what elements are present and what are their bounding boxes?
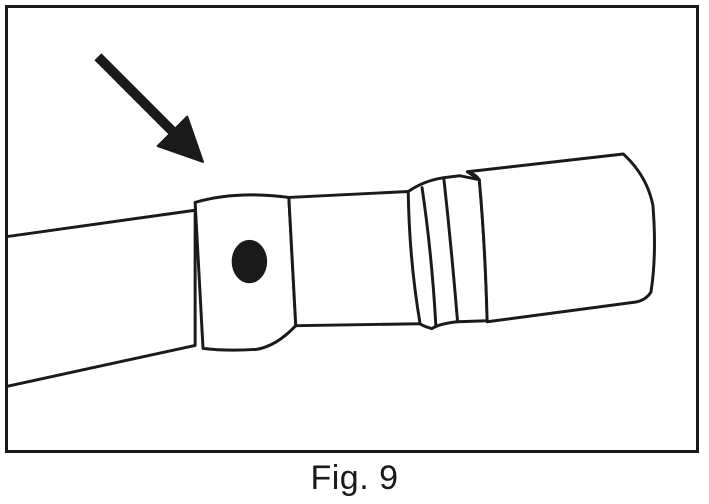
nozzle-seam (465, 170, 481, 182)
hose-illustration (8, 53, 656, 388)
figure-caption: Fig. 9 (310, 459, 399, 497)
ridged-ring (406, 174, 489, 331)
pointing-arrow (94, 53, 205, 163)
hose-body (8, 208, 197, 388)
figure-frame (5, 5, 699, 453)
ring-groove-2 (442, 176, 460, 324)
nozzle-end (465, 152, 656, 324)
connector-tube (287, 190, 422, 328)
ring-groove-1 (420, 186, 438, 328)
release-button (231, 239, 268, 284)
